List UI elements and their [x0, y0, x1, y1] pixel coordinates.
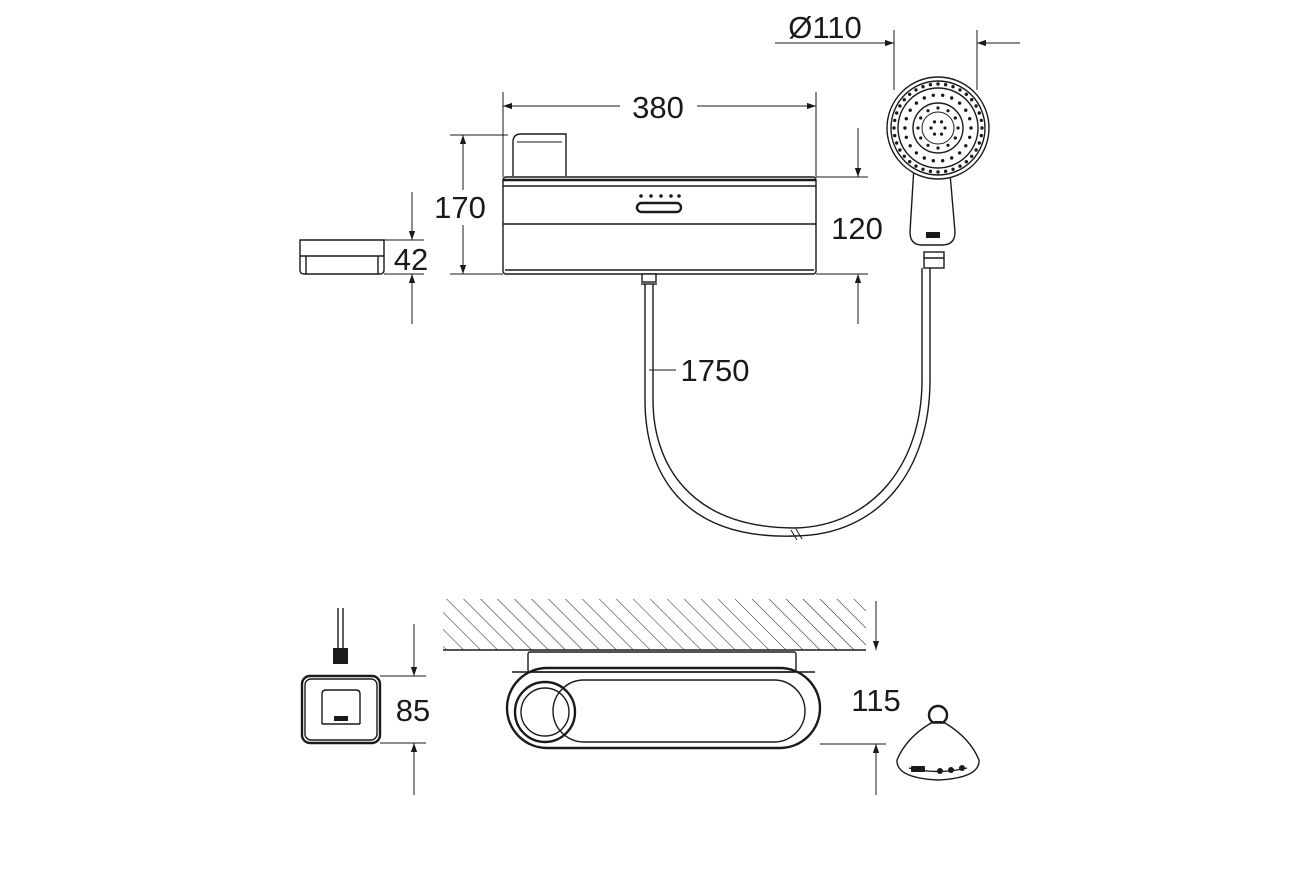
nozzle-dot [893, 133, 897, 138]
nozzle-dot [957, 151, 962, 155]
nozzle-dot [898, 148, 902, 152]
dim-width-label: 380 [632, 90, 684, 125]
nozzle-dot [919, 116, 923, 120]
nozzle-dot [936, 82, 940, 86]
nozzle-dot [943, 126, 947, 130]
nozzle-dot [914, 151, 919, 155]
nozzle-dot [941, 159, 945, 163]
nozzle-dot [951, 85, 955, 89]
nozzle-dot [979, 118, 983, 123]
nozzle-dot [939, 132, 944, 136]
nozzle-dot [908, 144, 912, 148]
nozzle-dot [895, 141, 899, 145]
nozzle-dot [950, 156, 954, 160]
thermostat-front-view [502, 133, 817, 285]
nozzle-dot [916, 126, 920, 130]
dim-hose-length-label: 1750 [681, 353, 750, 388]
nozzle-dot [921, 167, 925, 171]
nozzle-dot [946, 109, 950, 113]
nozzle-dot [936, 170, 940, 174]
nozzle-dot [974, 148, 978, 152]
nozzle-dot [904, 117, 908, 121]
hand-shower [886, 76, 990, 269]
dim-head-diameter-label: Ø110 [788, 10, 862, 45]
nozzle-dot [931, 93, 935, 98]
nozzle-dot [914, 88, 918, 92]
control-button-icon [635, 194, 683, 214]
nozzle-dot [892, 126, 896, 130]
nozzle-dot [946, 143, 950, 147]
nozzle-dot [922, 156, 926, 160]
shelf-side-view [299, 239, 385, 275]
nozzle-dot [903, 126, 907, 130]
dim-body-depth-label: 115 [851, 683, 900, 718]
nozzle-dot [977, 111, 981, 115]
nozzle-dot [936, 146, 940, 150]
nozzle-dot [964, 92, 968, 97]
nozzle-dot [979, 133, 983, 138]
nozzle-dot [914, 101, 919, 105]
nozzle-dot [893, 118, 897, 123]
dim-shelf-height-label: 42 [394, 242, 428, 277]
dim-control-depth-label: 85 [396, 693, 430, 728]
nozzle-dot [977, 141, 981, 145]
nozzle-dot [957, 101, 962, 105]
nozzle-dot [970, 154, 974, 158]
nozzle-dot [950, 96, 954, 100]
nozzle-dot [951, 167, 955, 171]
nozzle-dot [943, 83, 948, 87]
nozzle-dot [926, 109, 930, 113]
control-module [300, 608, 382, 745]
nozzle-dot [943, 169, 948, 173]
nozzle-dot [928, 169, 933, 173]
nozzle-dot [974, 104, 978, 108]
nozzle-dot [908, 92, 912, 97]
wall-hatch [443, 599, 866, 651]
shower-hose [644, 268, 931, 541]
nozzle-dot [958, 164, 962, 168]
nozzle-dot [969, 126, 973, 130]
nozzle-dot [968, 135, 972, 139]
dimension-lines [380, 30, 1020, 795]
thermostat-top-view [505, 651, 822, 750]
dim-total-height-label: 170 [434, 190, 486, 225]
nozzle-dot [921, 85, 925, 89]
hand-shower-head-side [896, 704, 980, 781]
nozzle-dot [908, 108, 912, 112]
nozzle-dot [970, 98, 974, 102]
nozzle-dot [895, 111, 899, 115]
nozzle-dot [964, 160, 968, 164]
nozzle-dot [902, 98, 906, 102]
nozzle-dot [932, 120, 937, 124]
nozzle-dot [932, 132, 937, 136]
nozzle-dot [958, 88, 962, 92]
nozzle-dot [929, 126, 933, 130]
nozzle-dot [939, 120, 944, 124]
nozzle-dot [956, 126, 960, 130]
nozzle-dot [926, 143, 930, 147]
nozzle-dot [953, 136, 957, 140]
nozzle-dot [908, 160, 912, 164]
nozzle-dot [964, 144, 968, 148]
nozzle-dot [980, 126, 984, 130]
nozzle-dot [902, 154, 906, 158]
nozzle-dot [904, 135, 908, 139]
dim-body-height-label: 120 [831, 211, 883, 246]
nozzle-dot [964, 108, 968, 112]
nozzle-dot [941, 93, 945, 98]
nozzle-dot [928, 83, 933, 87]
nozzle-dot [968, 117, 972, 121]
nozzle-dot [914, 164, 918, 168]
nozzle-dot [919, 136, 923, 140]
nozzle-dot [898, 104, 902, 108]
nozzle-dot [922, 96, 926, 100]
nozzle-pattern-icon [892, 82, 984, 174]
nozzle-dot [931, 159, 935, 163]
nozzle-dot [936, 106, 940, 110]
nozzle-dot [953, 116, 957, 120]
